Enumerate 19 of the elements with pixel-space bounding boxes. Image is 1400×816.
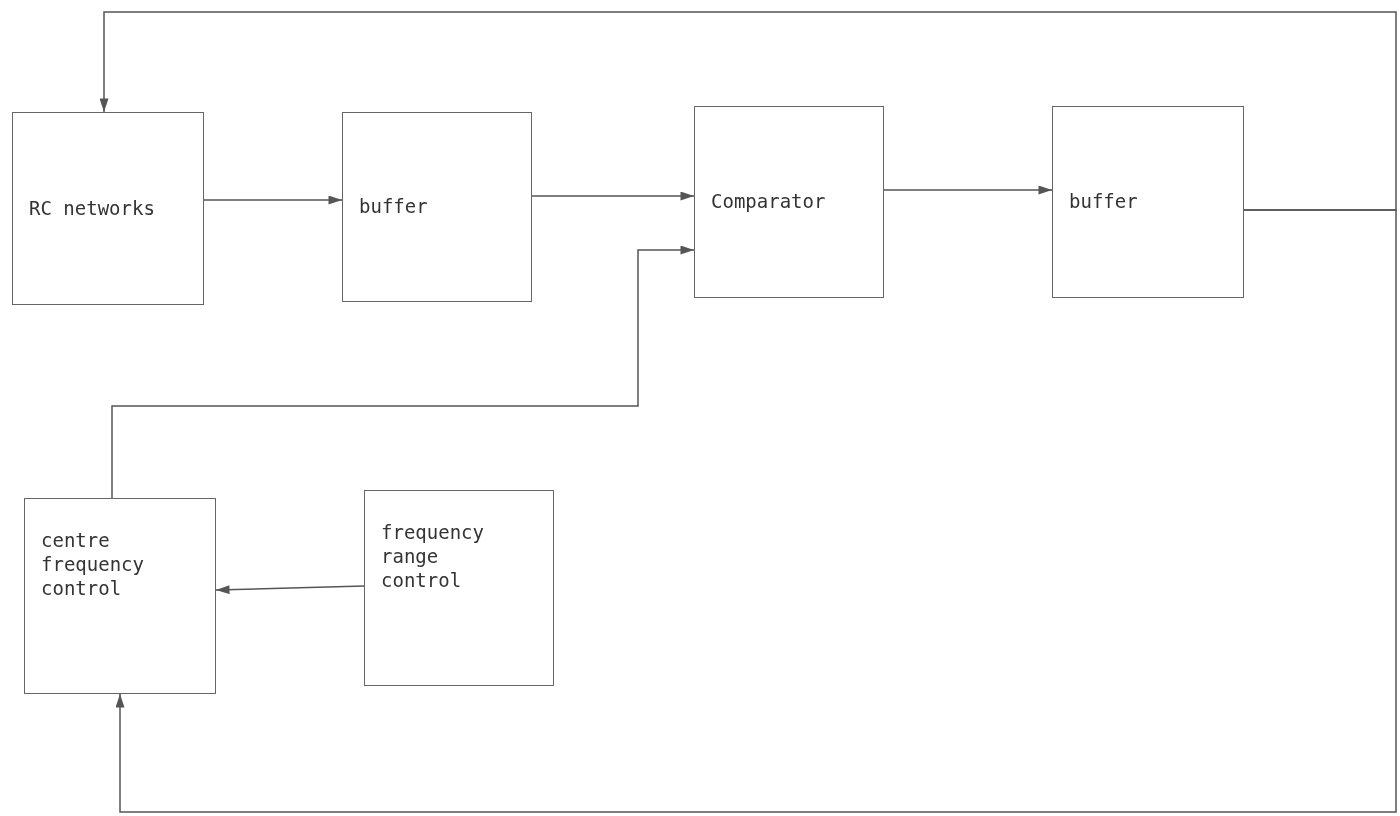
arrow	[883, 185, 1053, 195]
arrow	[531, 191, 695, 201]
box-label: frequency range control	[381, 521, 485, 593]
arrow	[215, 585, 365, 595]
box-label: centre frequency control	[41, 529, 145, 601]
process-box	[24, 498, 216, 694]
arrow	[115, 209, 1397, 813]
process-box	[1052, 106, 1244, 298]
arrow	[99, 11, 1397, 211]
box-label: buffer	[1069, 190, 1138, 214]
process-box	[364, 490, 554, 686]
process-box	[694, 106, 884, 298]
box-label: Comparator	[711, 190, 826, 214]
box-label: buffer	[359, 195, 428, 219]
process-box	[342, 112, 532, 302]
arrow	[111, 245, 695, 499]
arrow	[203, 195, 343, 205]
process-box	[12, 112, 204, 305]
box-label: RC networks	[29, 196, 155, 221]
